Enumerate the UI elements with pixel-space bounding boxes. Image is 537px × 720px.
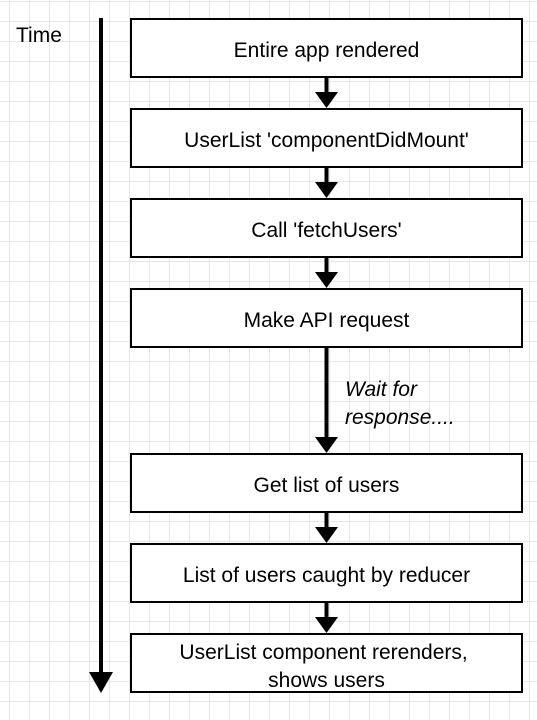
step-box-7-line-1: UserList component rerenders, xyxy=(179,641,467,664)
step-box-3-line-1: Call 'fetchUsers' xyxy=(251,219,401,242)
step-box-5-rect xyxy=(130,453,523,513)
svg-text:UserList 'componentDidMount': UserList 'componentDidMount' xyxy=(184,129,469,152)
wait-note: Wait for response.... xyxy=(345,378,455,429)
step-box-7: UserList component rerenders, shows user… xyxy=(130,633,523,693)
arrow-3-to-4 xyxy=(315,257,338,288)
step-box-4-rect xyxy=(130,288,523,348)
step-box-1-line-1: Entire app rendered xyxy=(234,39,420,62)
arrow-1-to-2 xyxy=(315,77,338,108)
step-box-5-line-1: Get list of users xyxy=(254,474,400,497)
svg-text:Make API request: Make API request xyxy=(244,309,410,332)
step-box-4-line-1: Make API request xyxy=(244,309,410,332)
step-box-4: Make API request xyxy=(130,288,523,348)
step-box-7-line-2: shows users xyxy=(268,669,385,692)
svg-text:UserList component rerenders,: UserList component rerenders, shows user… xyxy=(179,641,473,692)
step-box-1: Entire app rendered xyxy=(130,18,523,78)
step-box-2-line-1: UserList 'componentDidMount' xyxy=(184,129,469,152)
svg-text:Wait for response....: Wait for response.... xyxy=(345,378,455,429)
step-box-6: List of users caught by reducer xyxy=(130,543,523,603)
arrow-6-to-7 xyxy=(315,602,338,633)
step-box-2-rect xyxy=(130,108,523,168)
arrow-2-to-3 xyxy=(315,167,338,198)
wait-note-line-2: response.... xyxy=(345,406,455,429)
step-box-5: Get list of users xyxy=(130,453,523,513)
step-box-7-rect xyxy=(130,633,523,693)
svg-text:List of users caught by reduce: List of users caught by reducer xyxy=(183,564,470,587)
time-axis: Time xyxy=(16,18,113,693)
arrow-4-to-5 xyxy=(315,347,338,453)
step-box-2: UserList 'componentDidMount' xyxy=(130,108,523,168)
svg-text:Call 'fetchUsers': Call 'fetchUsers' xyxy=(251,219,401,242)
step-box-6-rect xyxy=(130,543,523,603)
step-box-6-line-1: List of users caught by reducer xyxy=(183,564,470,587)
connector-arrows xyxy=(315,77,338,633)
svg-text:Get list of users: Get list of users xyxy=(254,474,400,497)
time-axis-label: Time xyxy=(16,24,62,47)
time-axis-arrowhead xyxy=(89,672,113,693)
wait-note-line-1: Wait for xyxy=(345,378,418,401)
step-box-3: Call 'fetchUsers' xyxy=(130,198,523,258)
arrow-5-to-6 xyxy=(315,512,338,543)
svg-text:Entire app rendered: Entire app rendered xyxy=(234,39,420,62)
